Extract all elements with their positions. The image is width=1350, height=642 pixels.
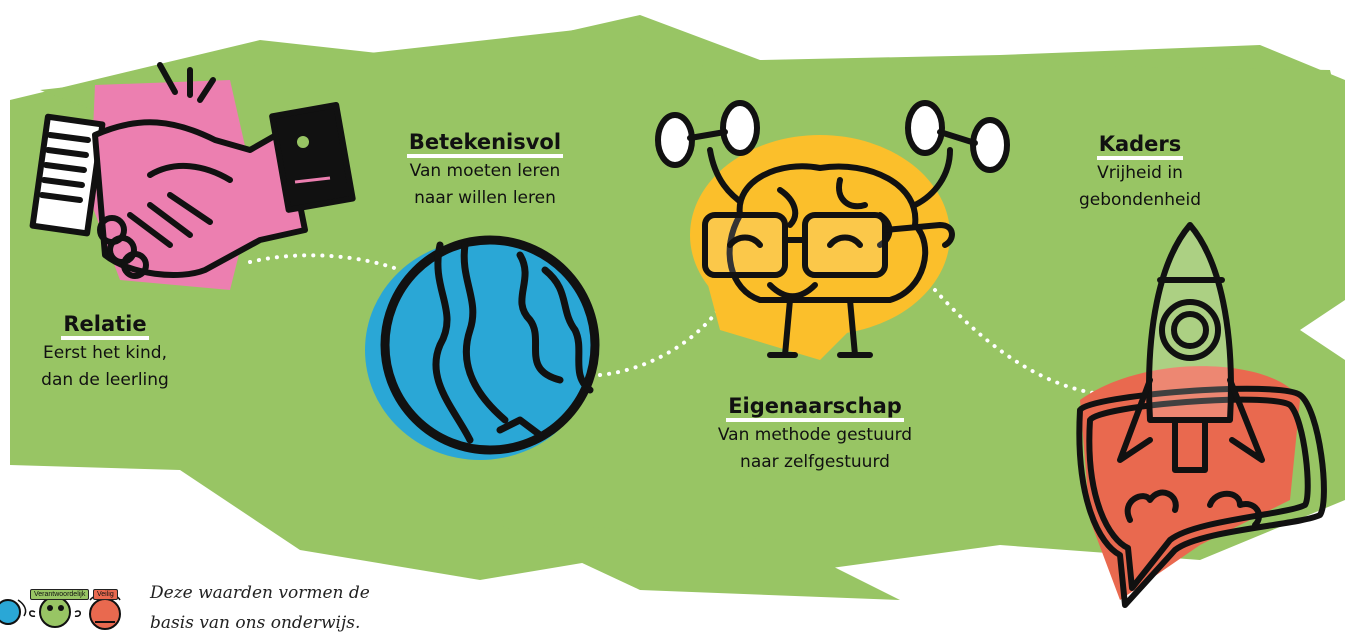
badge-verantwoordelijk: Verantwoordelijk: [30, 589, 90, 600]
footer-line-1: Deze waarden vormen de: [150, 583, 370, 603]
value-title: Kaders: [1096, 132, 1184, 160]
value-betekenisvol: Betekenisvol Van moeten leren naar wille…: [395, 130, 575, 212]
badge-veilig: Veilig: [93, 589, 118, 600]
value-line: Van methode gestuurd: [717, 425, 913, 445]
red-character-icon: [89, 595, 121, 630]
rocket-icon: [1076, 222, 1327, 608]
footer-line-2: basis van ons onderwijs.: [150, 613, 361, 633]
value-line: naar willen leren: [414, 188, 556, 208]
value-relatie: Relatie Eerst het kind, dan de leerling: [25, 312, 185, 394]
value-line: gebondenheid: [1079, 190, 1201, 210]
footer-characters: [0, 595, 121, 630]
value-line: Eerst het kind,: [43, 343, 167, 363]
blue-character-icon: [0, 599, 27, 625]
value-line: dan de leerling: [41, 370, 169, 390]
value-line: Vrijheid in: [1097, 163, 1183, 183]
value-eigenaarschap: Eigenaarschap Van methode gestuurd naar …: [705, 394, 925, 476]
value-line: Van moeten leren: [409, 161, 561, 181]
footer-statement: Deze waarden vormen de basis van ons ond…: [150, 578, 370, 638]
green-character-icon: [29, 596, 81, 628]
handshake-icon: [29, 62, 356, 290]
value-kaders: Kaders Vrijheid in gebondenheid: [1070, 132, 1210, 214]
dotted-connector-path: [248, 253, 1112, 397]
value-title: Betekenisvol: [406, 130, 564, 158]
brain-with-dumbbells-icon: [655, 100, 1010, 360]
value-title: Relatie: [61, 312, 149, 340]
value-title: Eigenaarschap: [726, 394, 904, 422]
value-line: naar zelfgestuurd: [740, 452, 890, 472]
globe-icon: [365, 235, 600, 460]
